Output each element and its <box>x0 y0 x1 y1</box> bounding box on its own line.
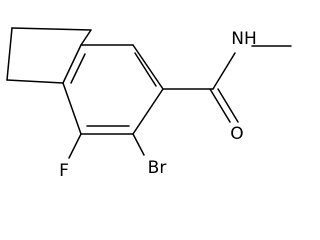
atom-label-nh: NH <box>231 29 257 49</box>
bond-c1-c7a <box>6 79 64 84</box>
bond-co-double-1 <box>209 88 231 123</box>
bond-c7-f <box>68 133 82 159</box>
atom-label-o: O <box>230 124 243 144</box>
bond-c5-c6 <box>132 88 164 135</box>
bond-c7-c7a <box>62 82 82 135</box>
bond-c6-br <box>132 133 145 156</box>
bond-c1-c2 <box>6 27 13 81</box>
bond-co-double-2 <box>217 88 239 123</box>
atom-label-f: F <box>59 161 69 181</box>
bond-carbonyl-n <box>212 52 236 90</box>
bond-c3-c3a <box>80 29 92 46</box>
atom-label-br: Br <box>148 158 167 178</box>
bond-c4-c5-inner <box>134 52 157 87</box>
bond-c2-c3 <box>11 27 92 31</box>
chemical-structure: NH O F Br <box>6 27 292 181</box>
bond-c4-c5 <box>132 44 164 90</box>
bond-c7a-c3a-inner <box>70 53 86 84</box>
bond-c7a-c3a <box>62 44 82 84</box>
